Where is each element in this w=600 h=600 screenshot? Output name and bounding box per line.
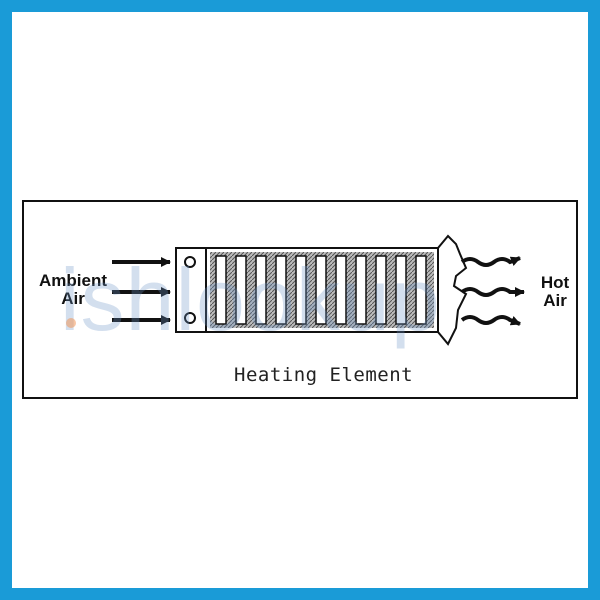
outlet-arrow xyxy=(460,315,521,326)
watermark-dot xyxy=(66,318,76,328)
outlet-arrow xyxy=(460,287,525,297)
mounting-hole xyxy=(184,256,196,268)
mounting-hole xyxy=(184,312,196,324)
heating-element-body xyxy=(175,234,468,346)
ambient-air-label: Ambient Air xyxy=(39,271,107,308)
diagram-caption: Heating Element xyxy=(234,364,414,386)
hot-air-label: Hot Air xyxy=(540,273,570,310)
outlet-arrow xyxy=(460,256,521,267)
outlet-arrows xyxy=(460,256,525,326)
inlet-arrows xyxy=(112,257,171,325)
